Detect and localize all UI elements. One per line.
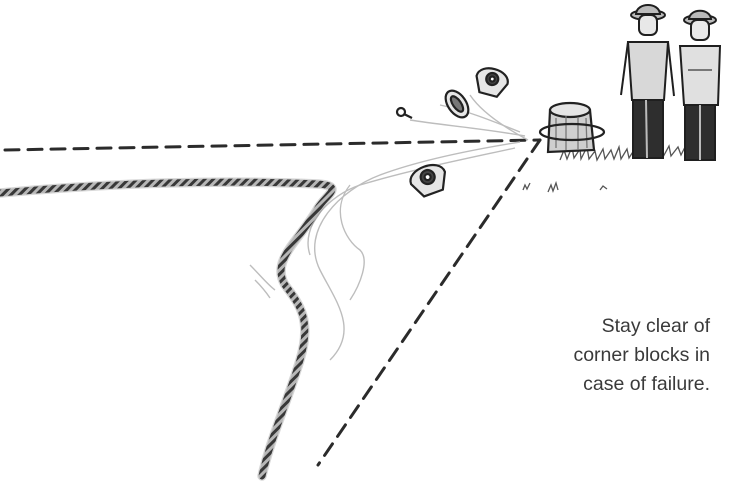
safety-caption: Stay clear of corner blocks in case of f… [450, 312, 710, 399]
pulley-block-icon [473, 65, 511, 99]
stake-icon [540, 103, 604, 152]
caption-line: corner blocks in [450, 341, 710, 370]
caption-line: Stay clear of [450, 312, 710, 341]
person-icon [680, 11, 720, 160]
pin-icon [397, 108, 412, 118]
flying-pulley-pieces [397, 65, 510, 199]
rope-icon [0, 182, 332, 476]
pulley-block-icon [407, 161, 450, 200]
horizontal-dashed-line [5, 140, 540, 150]
caption-line: case of failure. [450, 370, 710, 399]
person-icon [621, 5, 674, 158]
